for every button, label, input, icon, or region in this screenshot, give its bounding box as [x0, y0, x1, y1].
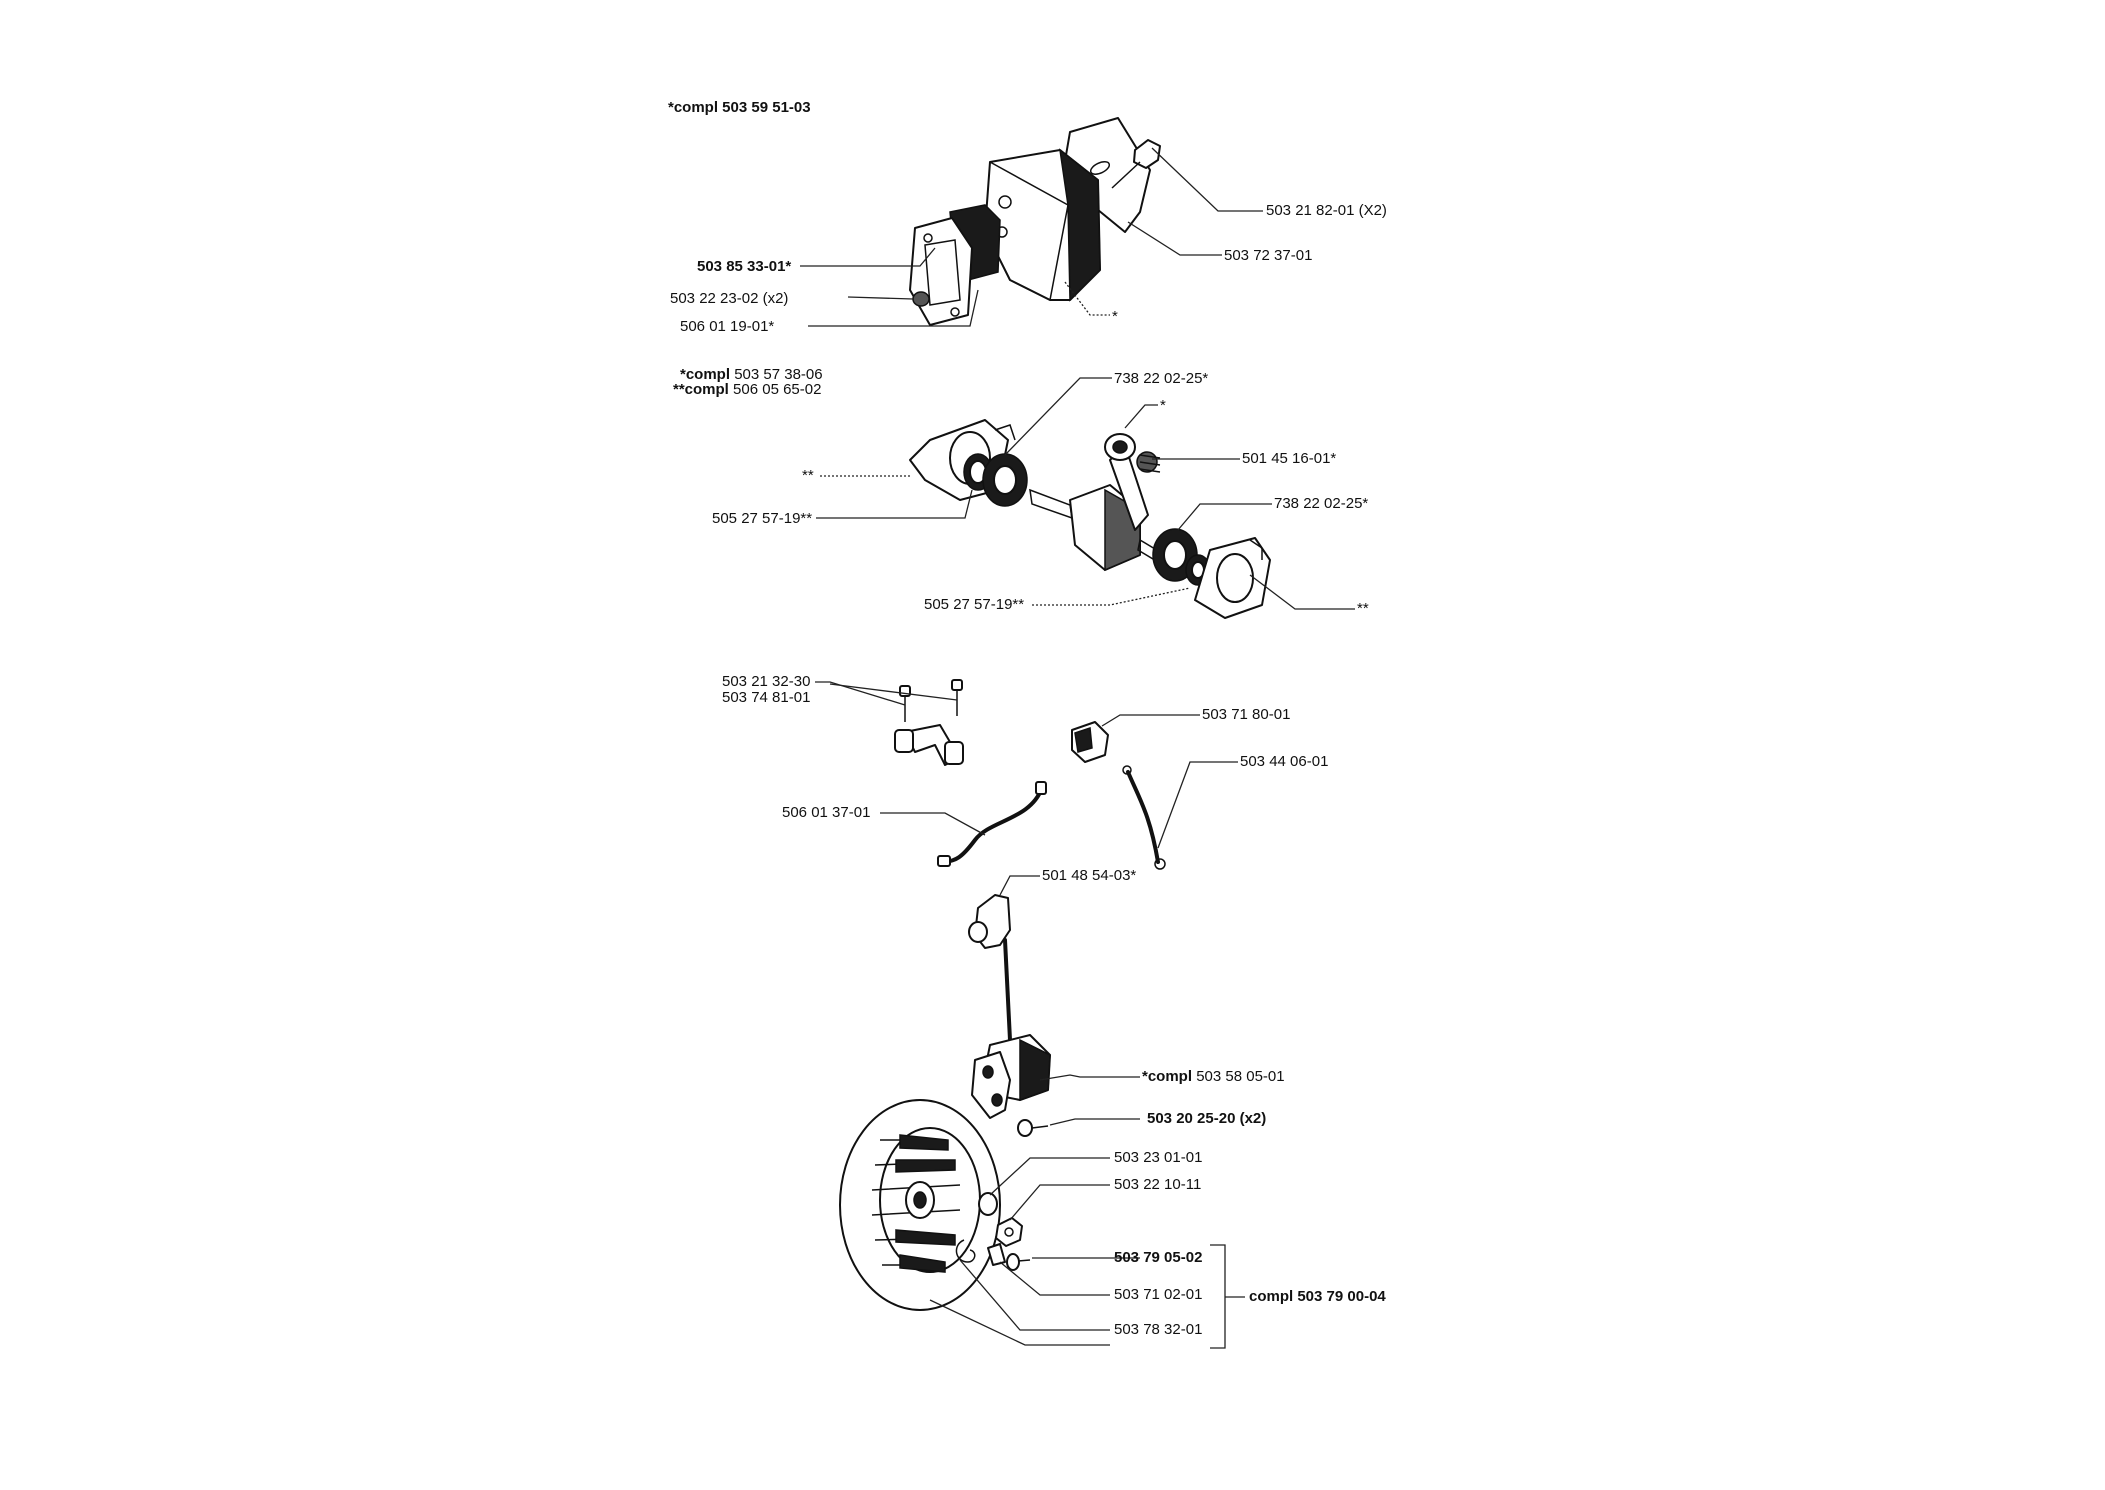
part-label: *: [1160, 397, 1166, 414]
part-label: 503 71 80-01: [1202, 706, 1291, 723]
ground-cable: [1126, 770, 1160, 864]
screw-pair: [899, 679, 963, 722]
part-label: 503 23 01-01: [1114, 1149, 1203, 1166]
part-label: 503 21 82-01 (X2): [1266, 202, 1387, 219]
part-label: 503 22 23-02 (x2): [670, 290, 789, 307]
compl-label-muffler: *compl 503 59 51-03: [668, 99, 811, 116]
part-label: *: [1112, 308, 1118, 325]
part-label: 501 45 16-01*: [1242, 450, 1337, 467]
washer: [978, 1192, 998, 1216]
wire-clip: [1071, 721, 1109, 763]
compl-label-crank-2: **compl 506 05 65-02: [673, 381, 822, 398]
part-label: **: [1357, 600, 1369, 617]
part-label: 501 48 54-03*: [1042, 867, 1137, 884]
short-cable: [943, 786, 1044, 864]
part-label: 503 44 06-01: [1240, 753, 1329, 770]
part-label: 503 20 25-20 (x2): [1147, 1110, 1267, 1127]
part-label: 503 74 81-01: [722, 689, 811, 706]
part-label: 503 78 32-01: [1114, 1321, 1203, 1338]
part-label: 738 22 02-25*: [1274, 495, 1369, 512]
needle-bearing: [1136, 451, 1161, 473]
flywheel-assembly: [839, 1099, 1031, 1311]
part-label: 503 85 33-01*: [697, 258, 792, 275]
part-label: 503 72 37-01: [1224, 247, 1313, 264]
pawl-screw: [1006, 1253, 1031, 1271]
part-label: 505 27 57-19**: [712, 510, 813, 527]
pawl: [987, 1243, 1006, 1266]
ignition-assembly: [894, 679, 1166, 1137]
part-label: 503 71 02-01: [1114, 1286, 1203, 1303]
part-label: 503 21 32-30: [722, 673, 811, 690]
bolt: [1111, 139, 1161, 189]
part-label: 738 22 02-25*: [1114, 370, 1209, 387]
leader-lines: [800, 147, 1355, 1349]
part-label: 505 27 57-19**: [924, 596, 1025, 613]
part-label: 506 01 19-01*: [680, 318, 775, 335]
compl-label-crank: *compl 503 57 38-06: [680, 366, 823, 383]
muffler-assembly: [909, 117, 1161, 326]
part-label: 503 22 10-11: [1114, 1176, 1202, 1193]
coil-screw: [1017, 1119, 1049, 1137]
coil-compl-label: *compl 503 58 05-01: [1142, 1068, 1285, 1085]
part-label: 506 01 37-01: [782, 804, 871, 821]
part-label: 503 79 05-02: [1114, 1249, 1203, 1266]
part-label: **: [802, 467, 814, 484]
compl-label-flywheel: compl 503 79 00-04: [1249, 1288, 1386, 1305]
crankshaft-assembly: [909, 419, 1271, 619]
pawl-spring: [955, 1239, 976, 1263]
nut: [912, 291, 930, 307]
muffler-cover: [909, 217, 973, 326]
